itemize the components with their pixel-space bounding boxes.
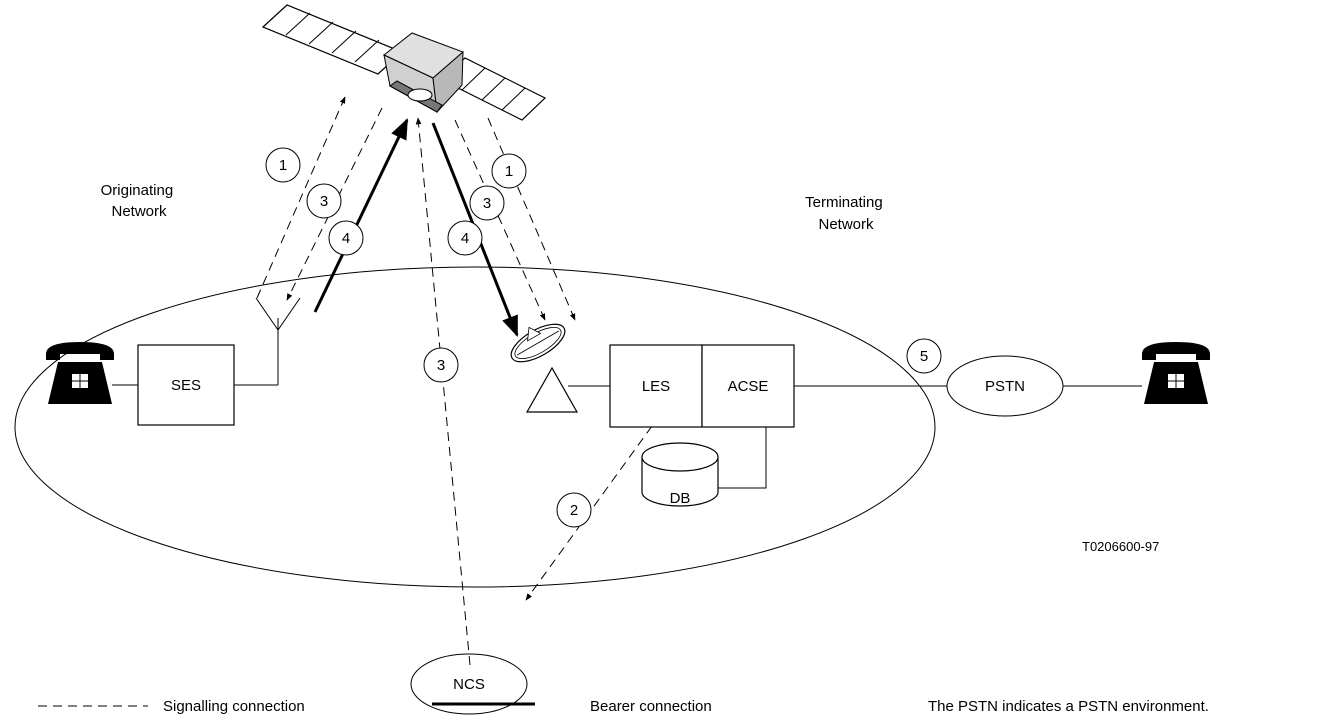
originating-network-label: Originating Network <box>101 182 178 220</box>
ncs-signal-up <box>415 117 471 666</box>
step-marker: 2 <box>556 492 592 528</box>
svg-text:1: 1 <box>505 163 513 180</box>
pstn-label: PSTN <box>985 378 1025 395</box>
figure-id: T0206600-97 <box>1082 539 1159 554</box>
step-marker: 5 <box>906 338 942 374</box>
step-marker: 1 <box>491 153 527 189</box>
orig-bearer-up <box>313 118 409 313</box>
svg-text:4: 4 <box>342 230 350 247</box>
telephone-icon <box>46 342 114 404</box>
step-marker: 4 <box>328 220 364 256</box>
ncs-ellipse <box>410 653 528 715</box>
legend-signalling-label: Signalling connection <box>163 698 305 715</box>
svg-text:4: 4 <box>461 230 469 247</box>
legend-note: The PSTN indicates a PSTN environment. <box>928 698 1209 715</box>
svg-text:3: 3 <box>483 195 491 212</box>
orig-signal-up <box>256 96 346 299</box>
db-label: DB <box>670 490 691 507</box>
dish-antenna-icon <box>510 323 579 413</box>
svg-text:3: 3 <box>320 193 328 210</box>
term-signal-1 <box>487 117 576 321</box>
svg-text:2: 2 <box>570 502 578 519</box>
legend-bearer-label: Bearer connection <box>590 698 712 715</box>
step-marker: 1 <box>265 147 301 183</box>
terminating-network-label: Terminating Network <box>805 194 887 233</box>
satellite-icon <box>261 4 547 121</box>
step-marker: 3 <box>423 347 459 383</box>
network-ellipse <box>14 266 936 588</box>
database-icon <box>641 442 719 507</box>
ses-box <box>137 344 235 426</box>
svg-text:5: 5 <box>920 348 928 365</box>
step-marker: 3 <box>469 185 505 221</box>
step-marker: 3 <box>306 183 342 219</box>
antenna-icon <box>234 297 301 386</box>
acse-label: ACSE <box>728 378 769 395</box>
acse-box <box>701 344 795 428</box>
svg-text:3: 3 <box>437 357 445 374</box>
term-signal-3 <box>454 119 546 321</box>
les-label: LES <box>642 378 670 395</box>
acse-db-line <box>718 427 767 489</box>
ses-label: SES <box>171 377 201 394</box>
step-marker: 4 <box>447 220 483 256</box>
svg-text:1: 1 <box>279 157 287 174</box>
les-box <box>609 344 703 428</box>
telephone-icon <box>1142 342 1210 404</box>
ncs-label: NCS <box>453 676 485 693</box>
